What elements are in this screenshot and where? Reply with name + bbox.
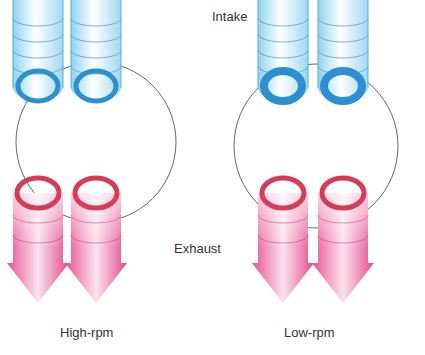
panel-caption: High-rpm	[60, 326, 113, 340]
intake-label: Intake	[212, 10, 247, 24]
panel-caption: Low-rpm	[284, 326, 335, 340]
low-rpm-valves	[234, 0, 398, 303]
high-rpm-valves	[7, 0, 176, 303]
exhaust-label: Exhaust	[174, 242, 221, 256]
